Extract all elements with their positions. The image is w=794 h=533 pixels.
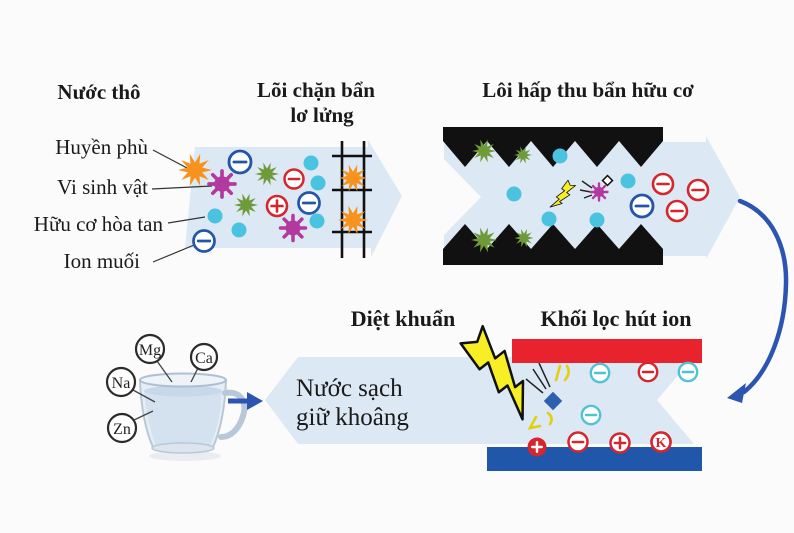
ion-filter-ions: K xyxy=(526,361,699,458)
potassium-ion-ring xyxy=(650,431,672,453)
mineral-badge-ca xyxy=(189,342,219,372)
stage3-title: Lôi hấp thu bẩn hữu cơ xyxy=(482,78,694,102)
label-salt-ions: Ion muối xyxy=(64,249,141,273)
dissolved-organic-dot-icon xyxy=(620,173,636,189)
label-microorganisms: Vi sinh vật xyxy=(57,175,148,199)
microbe-icon xyxy=(207,169,237,199)
water-surface xyxy=(144,385,222,397)
negative-ion-icon xyxy=(589,362,611,384)
flow-connector-arrowhead-icon xyxy=(727,383,746,403)
mineral-badge-zn xyxy=(106,412,138,444)
mineral-water-glass: Mg Ca Na Zn xyxy=(105,333,263,461)
stage1-title: Nước thô xyxy=(57,80,140,104)
electrode-red-bar xyxy=(512,339,702,363)
potassium-ion-label: K xyxy=(656,436,667,451)
mineral-badge-mg xyxy=(134,333,166,365)
stage3-organic-filter: Lôi hấp thu bẩn hữu cơ xyxy=(443,78,789,403)
absorption-plate-bottom xyxy=(443,224,663,265)
flow-arrow-2-tail-notch xyxy=(443,158,481,236)
sediment-grid xyxy=(332,141,372,258)
killed-microbe-fragment-icon xyxy=(543,391,563,411)
negative-ion-icon xyxy=(637,361,659,383)
glass-shadow xyxy=(149,451,221,461)
spark-lines xyxy=(525,362,551,394)
spark-debris-icon xyxy=(527,364,570,430)
glass-handle xyxy=(218,389,248,440)
mineral-pointer-lines xyxy=(132,360,199,421)
mineral-label-na: Na xyxy=(112,375,131,392)
label-suspended-solids: Huyền phù xyxy=(55,135,148,159)
negative-ion-icon xyxy=(665,199,689,223)
negative-ion-icon xyxy=(297,191,321,215)
microbe-icon xyxy=(278,213,308,243)
mineral-label-mg: Mg xyxy=(139,342,161,359)
dissolved-organic-dot-icon xyxy=(589,212,605,228)
negative-ion-icon xyxy=(629,193,655,219)
dissolved-organic-dot-icon xyxy=(310,175,326,191)
negative-ion-icon xyxy=(567,431,589,453)
clean-water-line1: Nước sạch xyxy=(296,375,403,402)
glass-base xyxy=(151,442,215,454)
absorption-plate-top xyxy=(443,127,663,167)
label-dissolved-organics: Hữu cơ hòa tan xyxy=(34,212,164,236)
dissolved-organic-dot-icon xyxy=(506,186,522,202)
negative-ion-icon xyxy=(283,168,305,190)
stage2-title-line2: lơ lửng xyxy=(290,103,354,127)
negative-ion-icon xyxy=(580,404,602,426)
glass-rim xyxy=(139,372,227,388)
sterilize-flash xyxy=(458,323,570,430)
dissolved-organic-dot-icon xyxy=(541,211,557,227)
mineral-badges: Mg Ca Na Zn xyxy=(105,333,219,444)
stage4-sterilize-ion-filter: Nước sạch giữ khoâng Diệt khuẩn Khối lọc… xyxy=(265,306,702,471)
negative-ion-icon xyxy=(686,178,710,202)
organic-filter-particles xyxy=(471,139,710,253)
flow-connector-curve xyxy=(737,198,789,395)
ion-filter-title: Khối lọc hút ion xyxy=(541,306,692,331)
positive-ion-icon xyxy=(526,436,548,458)
mineral-label-ca: Ca xyxy=(195,350,213,367)
zap-streaks xyxy=(579,180,593,199)
dissolved-organic-dot-icon xyxy=(231,222,247,238)
label-pointer-lines xyxy=(151,149,213,263)
negative-ion-icon xyxy=(192,229,216,253)
dissolved-organic-dot-icon xyxy=(309,213,325,229)
glass-water xyxy=(144,391,222,446)
dissolved-organic-dot-icon xyxy=(303,155,319,171)
clean-water-line2: giữ khoâng xyxy=(296,404,409,431)
microbe-fragment-icon xyxy=(601,174,614,187)
mineral-label-zn: Zn xyxy=(113,421,131,438)
sterilize-title: Diệt khuẩn xyxy=(351,306,456,331)
glass-flow-arrowhead-icon xyxy=(247,392,263,410)
stage1-raw-water: Nước thô Huyền phù Vi sinh vật Hữu cơ hò… xyxy=(34,78,402,273)
positive-ion-icon xyxy=(609,432,631,454)
positive-ion-icon xyxy=(265,194,289,218)
dissolved-organic-dot-icon xyxy=(207,208,223,224)
destroyed-microbe-icon xyxy=(589,182,609,202)
electrode-blue-bar xyxy=(487,447,702,471)
stage2-title-line1: Lõi chặn bẩn xyxy=(257,78,375,102)
dissolved-organic-dot-icon xyxy=(552,148,568,164)
negative-ion-icon xyxy=(651,172,675,196)
negative-ion-icon xyxy=(677,361,699,383)
negative-ion-icon xyxy=(227,149,253,175)
mineral-badge-na xyxy=(105,366,137,398)
